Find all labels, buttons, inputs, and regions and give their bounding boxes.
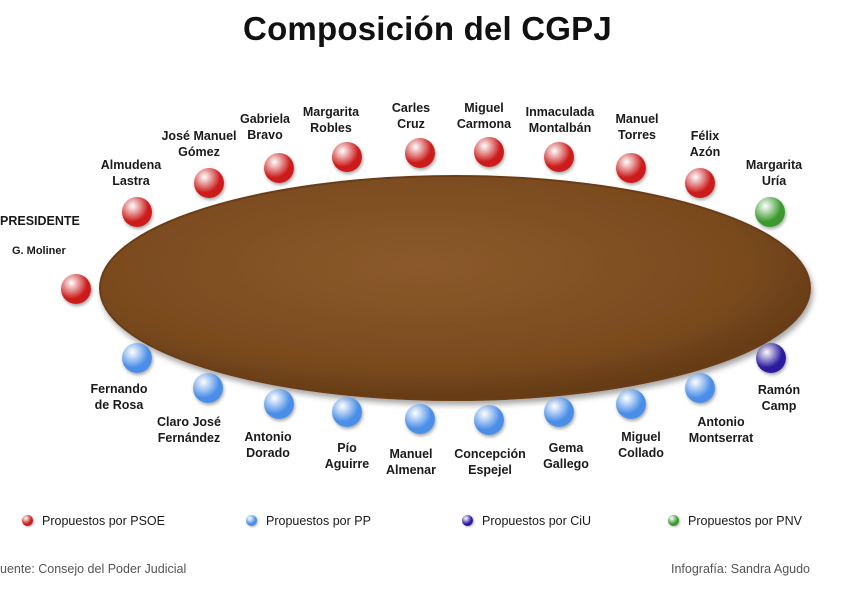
legend-label: Propuestos por CiU: [482, 514, 592, 528]
legend-label: Propuestos por PP: [266, 514, 371, 528]
member-name: José Manuel Gómez: [161, 129, 237, 159]
member-name: Manuel Almenar: [385, 447, 437, 477]
seat-psoe: [616, 153, 646, 183]
seat-psoe: [122, 197, 152, 227]
president-seat: [61, 274, 91, 304]
seat-ciu: [756, 343, 786, 373]
member-name: Ramón Camp: [757, 383, 801, 413]
legend-item-pnv: Propuestos por PNV: [668, 514, 802, 528]
legend-item-psoe: Propuestos por PSOE: [22, 514, 165, 528]
seat-pp: [616, 389, 646, 419]
legend-dot-pp: [246, 515, 257, 526]
seat-psoe: [194, 168, 224, 198]
legend-label: Propuestos por PSOE: [42, 514, 165, 528]
seat-pp: [685, 373, 715, 403]
seat-pp: [544, 397, 574, 427]
member-name: Antonio Montserrat: [688, 415, 754, 445]
member-name: Gabriela Bravo: [239, 112, 291, 142]
seat-pp: [193, 373, 223, 403]
seat-psoe: [264, 153, 294, 183]
member-name: Miguel Collado: [618, 430, 664, 460]
president-role: PRESIDENTE: [0, 214, 80, 228]
seat-pp: [264, 389, 294, 419]
legend-dot-ciu: [462, 515, 473, 526]
president-name: G. Moliner: [12, 245, 66, 257]
member-name: Miguel Carmona: [456, 101, 512, 131]
member-name: Gema Gallego: [543, 441, 589, 471]
member-name: Inmaculada Montalbán: [525, 105, 595, 135]
seat-pp: [474, 405, 504, 435]
member-name: Margarita Robles: [302, 105, 360, 135]
seat-pp: [405, 404, 435, 434]
seat-psoe: [544, 142, 574, 172]
footer-source: uente: Consejo del Poder Judicial: [0, 562, 187, 576]
seat-psoe: [474, 137, 504, 167]
member-name: Manuel Torres: [615, 112, 659, 142]
member-name: Pío Aguirre: [324, 441, 370, 471]
table-ellipse: [99, 175, 811, 401]
legend-dot-pnv: [668, 515, 679, 526]
member-name: Antonio Dorado: [244, 430, 292, 460]
member-name: Margarita Uría: [745, 158, 803, 188]
legend-item-ciu: Propuestos por CiU: [462, 514, 591, 528]
member-name: Fernando de Rosa: [90, 382, 148, 412]
seat-pnv: [755, 197, 785, 227]
member-name: Félix Azón: [689, 129, 721, 159]
diagram-title: Composición del CGPJ: [243, 10, 612, 47]
seat-pp: [332, 397, 362, 427]
seat-psoe: [405, 138, 435, 168]
seat-psoe: [685, 168, 715, 198]
member-name: Concepción Espejel: [454, 447, 526, 477]
legend-dot-psoe: [22, 515, 33, 526]
seat-psoe: [332, 142, 362, 172]
member-name: Almudena Lastra: [100, 158, 162, 188]
legend-label: Propuestos por PNV: [688, 514, 802, 528]
seat-pp: [122, 343, 152, 373]
member-name: Claro José Fernández: [157, 415, 221, 445]
legend-item-pp: Propuestos por PP: [246, 514, 371, 528]
member-name: Carles Cruz: [391, 101, 431, 131]
footer-credit: Infografía: Sandra Agudo: [671, 562, 810, 576]
